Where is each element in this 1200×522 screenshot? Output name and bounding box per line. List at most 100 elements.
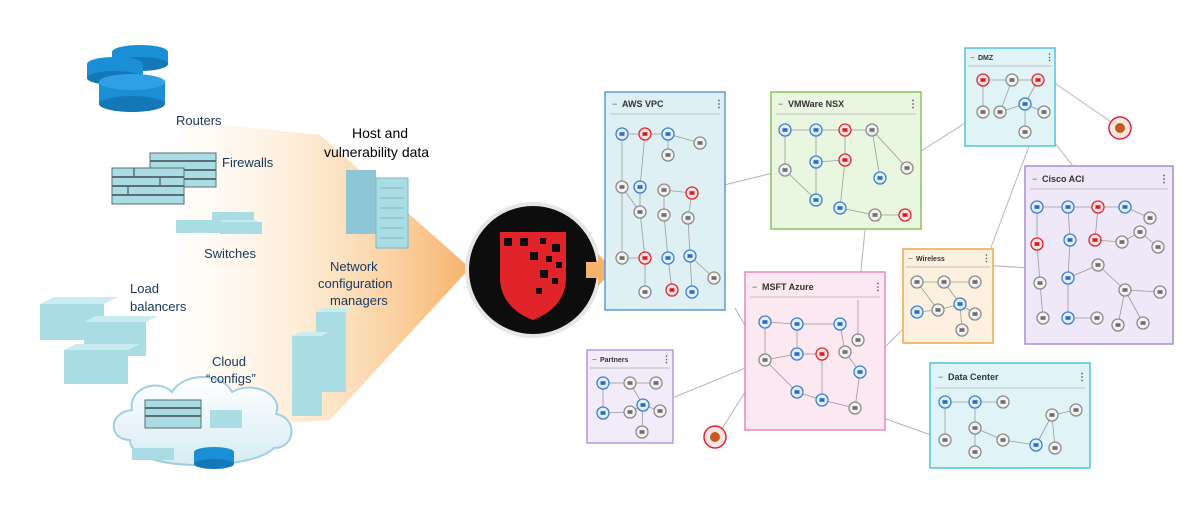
node-icon[interactable] bbox=[996, 395, 1010, 409]
node-icon[interactable] bbox=[1061, 311, 1075, 325]
threat-icon[interactable] bbox=[1108, 116, 1132, 140]
vulnerable-node-icon[interactable] bbox=[815, 347, 829, 361]
node-icon[interactable] bbox=[778, 163, 792, 177]
node-icon[interactable] bbox=[790, 385, 804, 399]
zone-partners[interactable]: − Partners ⋮ bbox=[586, 349, 674, 444]
vulnerable-node-icon[interactable] bbox=[1091, 200, 1105, 214]
node-icon[interactable] bbox=[865, 123, 879, 137]
threat-icon[interactable] bbox=[703, 425, 727, 449]
collapse-icon[interactable]: − bbox=[938, 372, 943, 382]
zone-msft-azure[interactable]: − MSFT Azure ⋮ bbox=[744, 271, 886, 431]
kebab-menu-icon[interactable]: ⋮ bbox=[714, 99, 724, 110]
vulnerable-node-icon[interactable] bbox=[1088, 233, 1102, 247]
collapse-icon[interactable]: − bbox=[752, 282, 757, 292]
collapse-icon[interactable]: − bbox=[612, 99, 617, 109]
node-icon[interactable] bbox=[809, 155, 823, 169]
node-icon[interactable] bbox=[1153, 285, 1167, 299]
zone-data-center[interactable]: − Data Center ⋮ bbox=[929, 362, 1091, 469]
node-icon[interactable] bbox=[968, 395, 982, 409]
node-icon[interactable] bbox=[1045, 408, 1059, 422]
vulnerable-node-icon[interactable] bbox=[638, 251, 652, 265]
node-icon[interactable] bbox=[955, 323, 969, 337]
node-icon[interactable] bbox=[1037, 105, 1051, 119]
node-icon[interactable] bbox=[1048, 441, 1062, 455]
node-icon[interactable] bbox=[968, 445, 982, 459]
kebab-menu-icon[interactable]: ⋮ bbox=[873, 282, 883, 293]
vulnerable-node-icon[interactable] bbox=[638, 127, 652, 141]
node-icon[interactable] bbox=[937, 275, 951, 289]
node-icon[interactable] bbox=[790, 347, 804, 361]
node-icon[interactable] bbox=[1033, 276, 1047, 290]
collapse-icon[interactable]: − bbox=[970, 53, 975, 62]
vulnerable-node-icon[interactable] bbox=[1030, 237, 1044, 251]
node-icon[interactable] bbox=[1069, 403, 1083, 417]
node-icon[interactable] bbox=[596, 406, 610, 420]
node-icon[interactable] bbox=[1091, 258, 1105, 272]
vulnerable-node-icon[interactable] bbox=[976, 73, 990, 87]
node-icon[interactable] bbox=[615, 251, 629, 265]
node-icon[interactable] bbox=[1090, 311, 1104, 325]
node-icon[interactable] bbox=[838, 345, 852, 359]
node-icon[interactable] bbox=[873, 171, 887, 185]
vulnerable-node-icon[interactable] bbox=[1031, 73, 1045, 87]
node-icon[interactable] bbox=[809, 123, 823, 137]
node-icon[interactable] bbox=[938, 433, 952, 447]
node-icon[interactable] bbox=[636, 398, 650, 412]
node-icon[interactable] bbox=[910, 275, 924, 289]
vulnerable-node-icon[interactable] bbox=[898, 208, 912, 222]
node-icon[interactable] bbox=[661, 251, 675, 265]
kebab-menu-icon[interactable]: ⋮ bbox=[982, 253, 991, 263]
node-icon[interactable] bbox=[1061, 200, 1075, 214]
node-icon[interactable] bbox=[833, 201, 847, 215]
node-icon[interactable] bbox=[596, 376, 610, 390]
node-icon[interactable] bbox=[707, 271, 721, 285]
node-icon[interactable] bbox=[938, 395, 952, 409]
node-icon[interactable] bbox=[1029, 438, 1043, 452]
node-icon[interactable] bbox=[868, 208, 882, 222]
zone-wireless[interactable]: − Wireless ⋮ bbox=[902, 248, 994, 344]
node-icon[interactable] bbox=[1118, 200, 1132, 214]
node-icon[interactable] bbox=[833, 317, 847, 331]
node-icon[interactable] bbox=[1151, 240, 1165, 254]
node-icon[interactable] bbox=[661, 148, 675, 162]
node-icon[interactable] bbox=[683, 249, 697, 263]
node-icon[interactable] bbox=[809, 193, 823, 207]
node-icon[interactable] bbox=[615, 180, 629, 194]
vulnerable-node-icon[interactable] bbox=[838, 153, 852, 167]
node-icon[interactable] bbox=[968, 275, 982, 289]
node-icon[interactable] bbox=[953, 297, 967, 311]
vulnerable-node-icon[interactable] bbox=[838, 123, 852, 137]
node-icon[interactable] bbox=[851, 333, 865, 347]
node-icon[interactable] bbox=[853, 365, 867, 379]
kebab-menu-icon[interactable]: ⋮ bbox=[662, 354, 671, 364]
kebab-menu-icon[interactable]: ⋮ bbox=[1159, 174, 1169, 185]
node-icon[interactable] bbox=[693, 136, 707, 150]
node-icon[interactable] bbox=[815, 393, 829, 407]
node-icon[interactable] bbox=[1136, 316, 1150, 330]
node-icon[interactable] bbox=[633, 205, 647, 219]
node-icon[interactable] bbox=[1111, 318, 1125, 332]
node-icon[interactable] bbox=[661, 127, 675, 141]
kebab-menu-icon[interactable]: ⋮ bbox=[1045, 52, 1054, 62]
kebab-menu-icon[interactable]: ⋮ bbox=[908, 99, 918, 110]
node-icon[interactable] bbox=[968, 421, 982, 435]
node-icon[interactable] bbox=[1030, 200, 1044, 214]
kebab-menu-icon[interactable]: ⋮ bbox=[1077, 372, 1087, 383]
collapse-icon[interactable]: − bbox=[1032, 174, 1037, 184]
node-icon[interactable] bbox=[649, 376, 663, 390]
node-icon[interactable] bbox=[1133, 225, 1147, 239]
node-icon[interactable] bbox=[685, 285, 699, 299]
node-icon[interactable] bbox=[1115, 235, 1129, 249]
collapse-icon[interactable]: − bbox=[592, 355, 597, 364]
node-icon[interactable] bbox=[1143, 211, 1157, 225]
node-icon[interactable] bbox=[910, 305, 924, 319]
node-icon[interactable] bbox=[758, 315, 772, 329]
node-icon[interactable] bbox=[976, 105, 990, 119]
node-icon[interactable] bbox=[790, 317, 804, 331]
vulnerable-node-icon[interactable] bbox=[665, 283, 679, 297]
node-icon[interactable] bbox=[931, 303, 945, 317]
node-icon[interactable] bbox=[681, 211, 695, 225]
zone-aws-vpc[interactable]: − AWS VPC ⋮ bbox=[604, 91, 726, 311]
node-icon[interactable] bbox=[623, 405, 637, 419]
node-icon[interactable] bbox=[635, 425, 649, 439]
